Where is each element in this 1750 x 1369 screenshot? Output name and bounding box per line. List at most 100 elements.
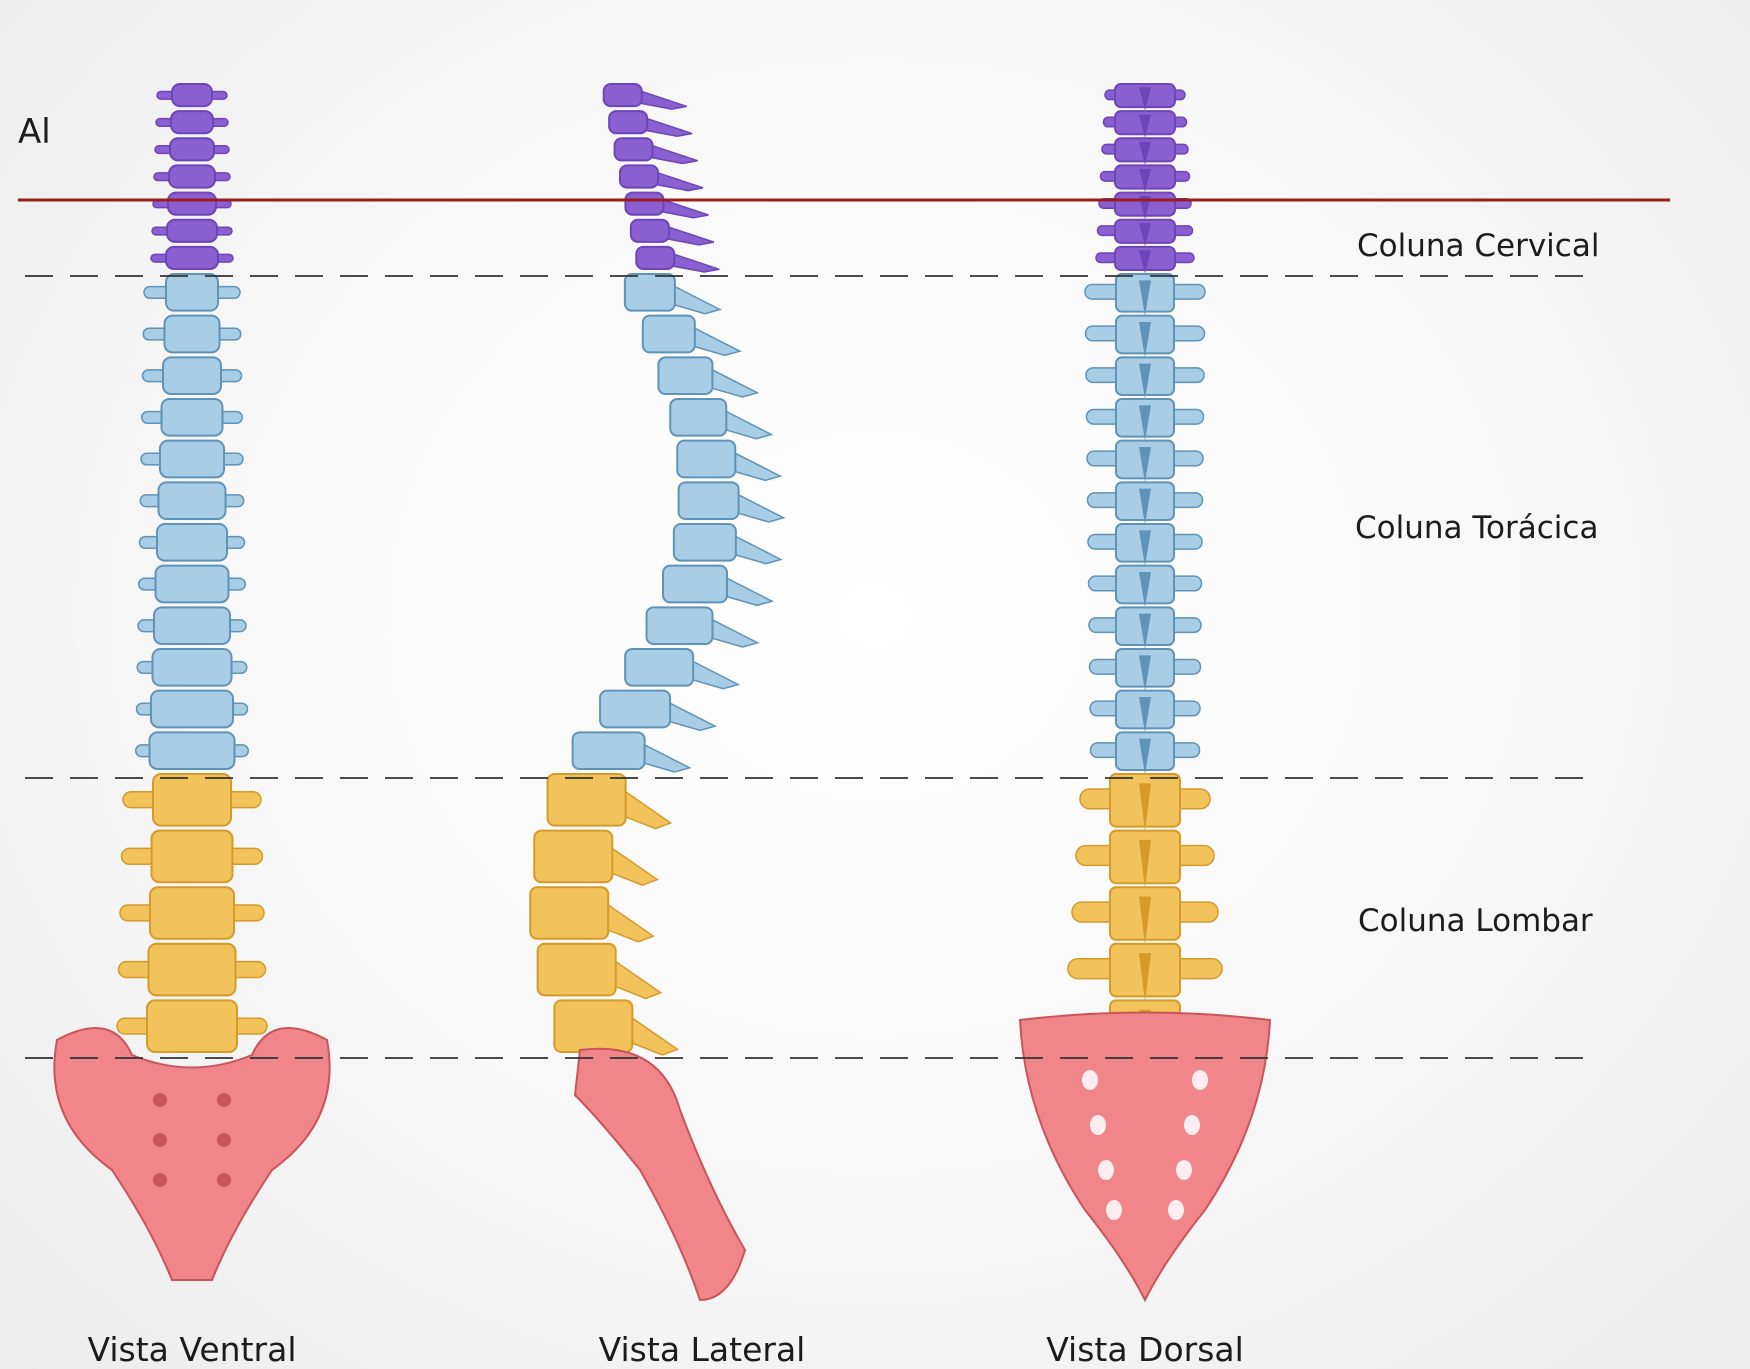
vertebra-body [154, 607, 230, 644]
vertebra-body [153, 774, 231, 826]
vertebra-body [548, 774, 626, 826]
vertebra-body [679, 482, 739, 519]
vertebra-body [538, 944, 616, 996]
spinous-process [606, 846, 657, 886]
vertebra-body [166, 247, 218, 269]
vertebra-body [152, 831, 233, 883]
vertebra-body [615, 138, 653, 160]
spinous-process [687, 660, 738, 689]
spinous-process [620, 789, 671, 829]
spinous-process [721, 576, 772, 605]
spinous-process [729, 451, 780, 480]
spinous-process [639, 743, 690, 772]
vertebra-body [162, 399, 223, 436]
sacral-foramen [1098, 1160, 1114, 1180]
vertebra-body [160, 441, 224, 478]
vertebra-body [150, 887, 234, 939]
vertebra-body [530, 887, 608, 939]
vertebra-body [625, 193, 663, 215]
spinous-process [657, 199, 708, 218]
spinous-process [706, 368, 757, 397]
spinous-process [610, 959, 661, 999]
spinous-process [730, 535, 781, 564]
vertebra-body [165, 316, 220, 353]
vertebra-body [620, 165, 658, 187]
sacral-foramen [153, 1133, 167, 1147]
vertebra-body [625, 274, 675, 311]
vertebra-body [573, 732, 645, 769]
sacrum [575, 1049, 745, 1300]
vertebra-body [147, 1000, 237, 1052]
spinous-process [602, 902, 653, 942]
sacral-foramen [153, 1093, 167, 1107]
sacrum [1020, 1013, 1270, 1301]
spinous-process [689, 326, 740, 355]
sacral-foramen [1106, 1200, 1122, 1220]
vertebra-body [663, 566, 727, 603]
vertebra-body [600, 691, 670, 728]
view-label-ventral: Vista Ventral [88, 1330, 297, 1369]
spine-dorsal-view [1020, 84, 1270, 1300]
sacral-foramen [1090, 1115, 1106, 1135]
vertebra-body [172, 84, 212, 106]
sacral-foramen [1082, 1070, 1098, 1090]
vertebra-body [151, 691, 233, 728]
corner-label: Al [18, 112, 51, 152]
spinous-process [720, 410, 771, 439]
vertebra-body [631, 220, 669, 242]
vertebra-body [170, 138, 214, 160]
vertebra-body [609, 111, 647, 133]
vertebra-body [658, 357, 712, 394]
sacral-foramen [1192, 1070, 1208, 1090]
region-label-lumbar: Coluna Lombar [1358, 903, 1593, 939]
vertebra-body [153, 649, 232, 686]
sacrum [54, 1028, 329, 1280]
view-label-lateral: Vista Lateral [599, 1330, 806, 1369]
vertebra-body [677, 441, 735, 478]
spinous-process [707, 618, 758, 647]
sacral-foramen [153, 1173, 167, 1187]
vertebra-body [636, 247, 674, 269]
spine-ventral-view [54, 84, 329, 1280]
sacral-foramen [1168, 1200, 1184, 1220]
vertebra-body [674, 524, 736, 561]
vertebra-body [169, 165, 215, 187]
vertebra-body [167, 220, 217, 242]
spinous-process [641, 117, 692, 136]
region-label-cervical: Coluna Cervical [1357, 228, 1599, 264]
region-label-thoracic: Coluna Torácica [1355, 510, 1598, 546]
vertebra-body [647, 607, 713, 644]
vertebra-body [670, 399, 726, 436]
sacral-foramen [1176, 1160, 1192, 1180]
sacral-foramen [217, 1093, 231, 1107]
spinous-process [668, 253, 719, 272]
vertebra-body [604, 84, 642, 106]
vertebra-body [168, 193, 216, 215]
vertebra-body [166, 274, 218, 311]
vertebra-body [554, 1000, 632, 1052]
spine-lateral-view [530, 84, 783, 1300]
vertebra-body [149, 944, 236, 996]
vertebra-body [150, 732, 235, 769]
view-label-dorsal: Vista Dorsal [1046, 1330, 1244, 1369]
spinous-process [663, 226, 714, 245]
spinous-process [733, 493, 784, 522]
spine-illustrations [54, 84, 1270, 1300]
vertebra-body [157, 524, 227, 561]
vertebra-body [171, 111, 213, 133]
spinous-process [647, 144, 698, 163]
sacral-foramen [1184, 1115, 1200, 1135]
sacral-foramen [217, 1173, 231, 1187]
spinous-process [652, 172, 703, 191]
vertebra-body [534, 831, 612, 883]
spinous-process [626, 1015, 677, 1055]
vertebra-body [156, 566, 229, 603]
sacral-foramen [217, 1133, 231, 1147]
vertebra-body [163, 357, 221, 394]
spinous-process [669, 285, 720, 314]
spinous-process [664, 701, 715, 730]
vertebra-body [159, 482, 226, 519]
vertebra-body [625, 649, 693, 686]
vertebra-body [643, 316, 695, 353]
